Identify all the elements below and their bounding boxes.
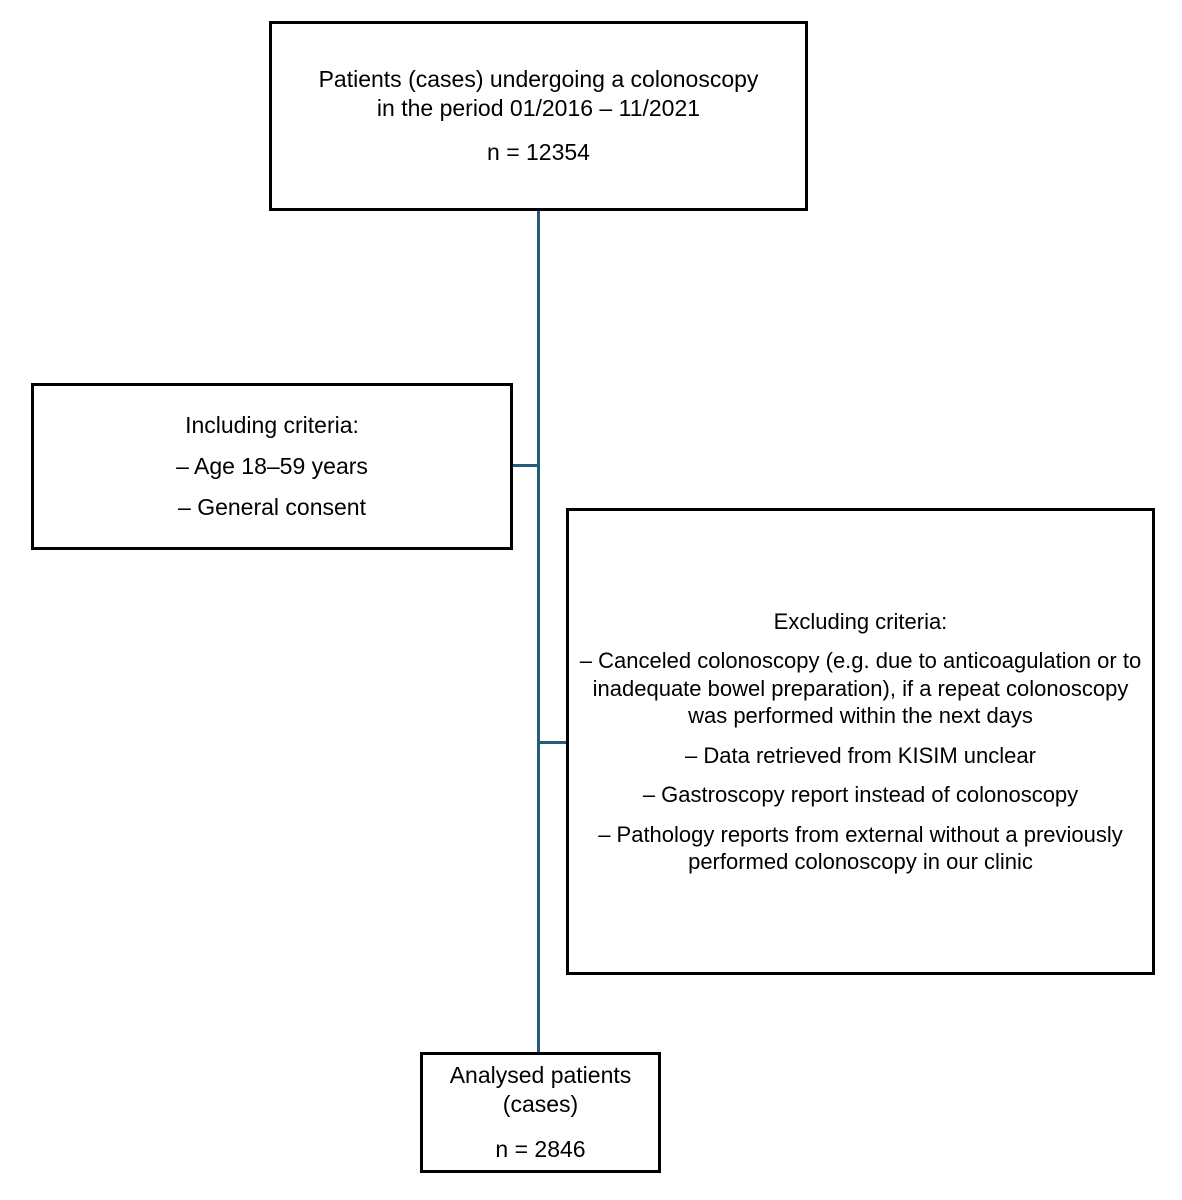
excluding-box-connector-line: [539, 741, 567, 744]
analysed-patients-line-2: (cases): [502, 1091, 579, 1118]
initial-population-line-2: in the period 01/2016 – 11/2021: [376, 94, 701, 121]
initial-population-box: Patients (cases) undergoing a colonoscop…: [269, 21, 808, 211]
excluding-criteria-heading: Excluding criteria:: [773, 608, 948, 634]
analysed-patients-text: Analysed patients(cases): [450, 1061, 632, 1119]
excluding-criteria-item: – Data retrieved from KISIM unclear: [685, 742, 1036, 768]
including-box-connector-line: [513, 464, 540, 467]
including-criteria-box: Including criteria: – Age 18–59 years – …: [31, 383, 513, 550]
excluding-criteria-item: – Pathology reports from external withou…: [598, 821, 1123, 875]
initial-population-text: Patients (cases) undergoing a colonoscop…: [319, 65, 759, 123]
including-criteria-heading: Including criteria:: [185, 412, 359, 439]
vertical-connector-line: [537, 211, 540, 1052]
initial-population-n-value: n = 12354: [487, 139, 590, 166]
analysed-patients-line-1: Analysed patients: [449, 1062, 632, 1089]
excluding-criteria-item: – Canceled colonoscopy (e.g. due to anti…: [579, 648, 1142, 728]
analysed-patients-n-value: n = 2846: [495, 1135, 586, 1162]
including-criteria-item: – Age 18–59 years: [176, 453, 368, 480]
analysed-patients-box: Analysed patients(cases) n = 2846: [420, 1052, 661, 1173]
excluding-criteria-item: – Gastroscopy report instead of colonosc…: [642, 782, 1079, 807]
excluding-criteria-box: Excluding criteria: – Canceled colonosco…: [566, 508, 1155, 975]
including-criteria-item: – General consent: [178, 493, 366, 520]
initial-population-line-1: Patients (cases) undergoing a colonoscop…: [318, 65, 759, 92]
